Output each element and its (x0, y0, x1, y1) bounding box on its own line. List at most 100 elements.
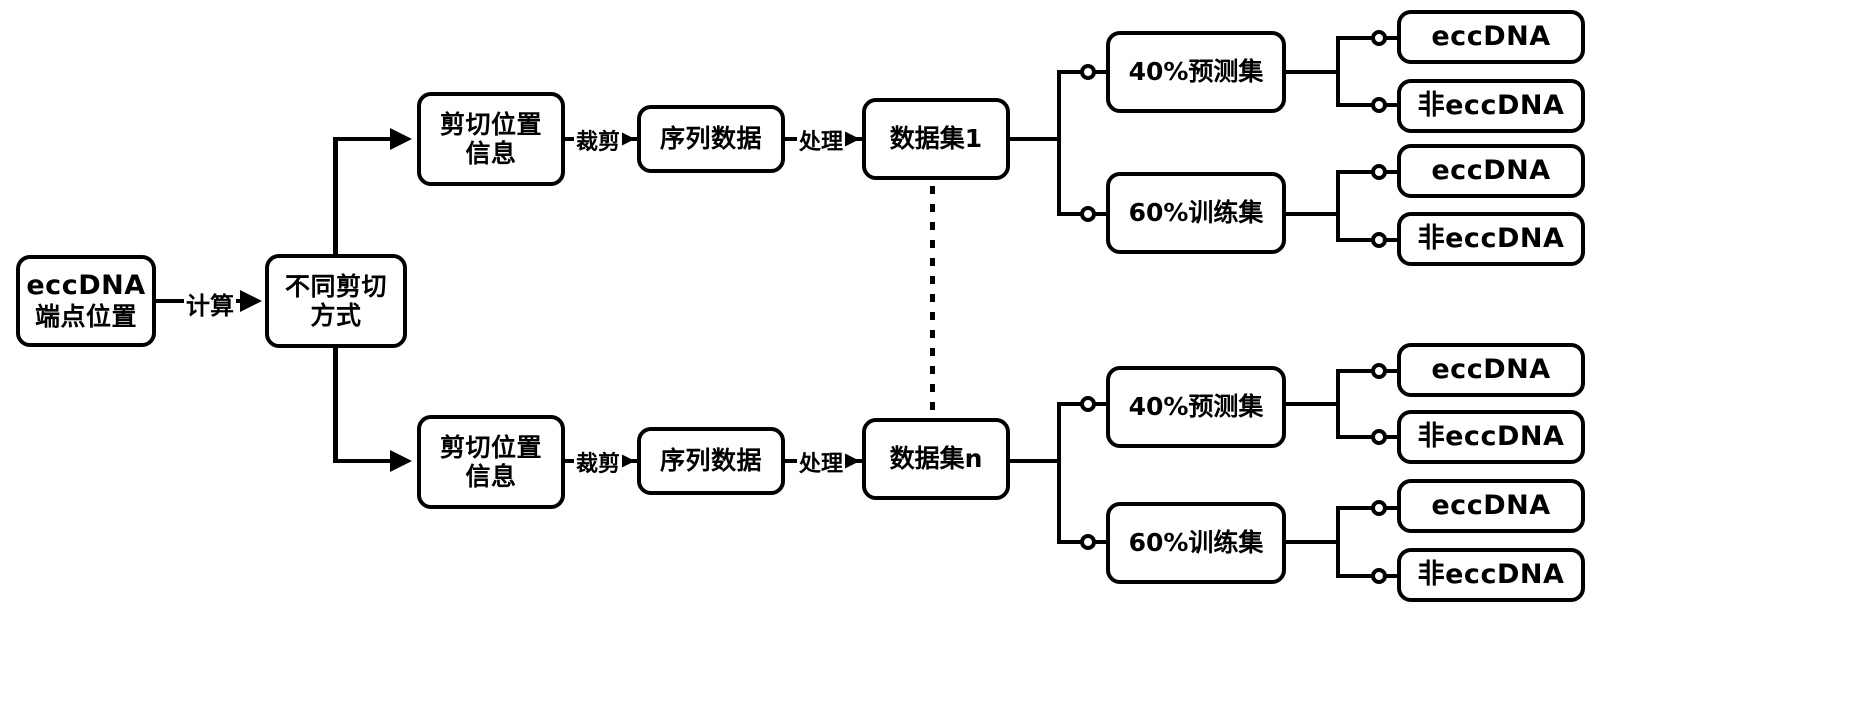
arrowhead-to-cutinfo-top (390, 128, 412, 150)
edge-label-crop-bottom: 裁剪 (574, 446, 623, 478)
node-leaf-eccdna-1: eccDNA (1397, 10, 1585, 64)
connector-circle-leaf4 (1371, 232, 1387, 248)
edge-circle-to-predsetn (1094, 402, 1108, 406)
node-line-1: 剪切位置 (439, 432, 542, 462)
node-training-set-n: 60%训练集 (1106, 502, 1286, 584)
edge-leafsplit-to-leaf4 (1336, 238, 1373, 242)
node-line-1: eccDNA (1431, 354, 1551, 386)
edge-leafsplit-to-leaf2 (1336, 103, 1373, 107)
leafsplit-bracket-trainset1 (1336, 170, 1340, 242)
edge-leafsplit-to-leaf5 (1336, 369, 1373, 373)
node-line-1: 60%训练集 (1128, 198, 1264, 228)
connector-circle-leaf7 (1371, 500, 1387, 516)
node-cut-position-info-top: 剪切位置 信息 (417, 92, 565, 186)
node-line-1: 非eccDNA (1417, 90, 1565, 122)
node-line-1: 非eccDNA (1417, 223, 1565, 255)
edge-split-to-trainset1 (1057, 212, 1082, 216)
node-line-1: eccDNA (1431, 21, 1551, 53)
node-training-set-1: 60%训练集 (1106, 172, 1286, 254)
node-line-2: 信息 (465, 139, 517, 168)
arrowhead-to-cutinfo-bottom (390, 450, 412, 472)
edge-leafsplit-to-leaf6 (1336, 435, 1373, 439)
node-cut-position-info-bottom: 剪切位置 信息 (417, 415, 565, 509)
node-leaf-non-eccdna-2: 非eccDNA (1397, 212, 1585, 266)
edge-leafsplit-to-leaf8 (1336, 574, 1373, 578)
leafsplit-bracket-trainsetn (1336, 506, 1340, 578)
node-line-1: 不同剪切 (284, 271, 387, 301)
connector-circle-leaf8 (1371, 568, 1387, 584)
edge-circle-to-leaf1 (1385, 36, 1399, 40)
edge-predset1-to-leafsplit (1286, 70, 1339, 74)
connector-circle-predset1 (1080, 64, 1096, 80)
connector-circle-leaf3 (1371, 164, 1387, 180)
node-line-1: 剪切位置 (439, 109, 542, 139)
connector-circle-leaf6 (1371, 429, 1387, 445)
edge-label-process-bottom: 处理 (797, 446, 846, 478)
node-line-2: 端点位置 (34, 302, 137, 332)
connector-circle-leaf2 (1371, 97, 1387, 113)
connector-circle-trainset1 (1080, 206, 1096, 222)
edge-predsetn-to-leafsplit (1286, 402, 1339, 406)
edge-circle-to-leaf2 (1385, 103, 1399, 107)
edge-leafsplit-to-leaf7 (1336, 506, 1373, 510)
node-line-1: 数据集n (889, 444, 983, 474)
split-bracket-datasetn (1057, 402, 1061, 544)
edge-circle-to-predset1 (1094, 70, 1108, 74)
node-line-1: 非eccDNA (1417, 559, 1565, 591)
edge-datasetn-to-split (1010, 459, 1060, 463)
node-line-2: 信息 (465, 462, 517, 491)
edge-leafsplit-to-leaf1 (1336, 36, 1373, 40)
edge-split-to-predsetn (1057, 402, 1082, 406)
node-prediction-set-n: 40%预测集 (1106, 366, 1286, 448)
edge-dataset1-to-split (1010, 137, 1060, 141)
node-line-1: eccDNA (26, 270, 146, 302)
node-sequence-data-bottom: 序列数据 (637, 427, 785, 495)
node-line-1: 60%训练集 (1128, 528, 1264, 558)
connector-circle-leaf1 (1371, 30, 1387, 46)
node-line-1: 序列数据 (659, 124, 762, 154)
node-line-1: eccDNA (1431, 490, 1551, 522)
node-leaf-non-eccdna-4: 非eccDNA (1397, 548, 1585, 602)
edge-circle-to-trainset1 (1094, 212, 1108, 216)
edge-split-to-predset1 (1057, 70, 1082, 74)
edge-circle-to-leaf8 (1385, 574, 1399, 578)
edge-label-process-top: 处理 (797, 124, 846, 156)
node-line-1: 40%预测集 (1128, 392, 1264, 422)
edge-circle-to-leaf3 (1385, 170, 1399, 174)
edge-trainsetn-to-leafsplit (1286, 540, 1339, 544)
node-leaf-non-eccdna-3: 非eccDNA (1397, 410, 1585, 464)
node-line-1: 非eccDNA (1417, 421, 1565, 453)
edge-label-crop-top: 裁剪 (574, 124, 623, 156)
node-dataset-1: 数据集1 (862, 98, 1010, 180)
connector-circle-predsetn (1080, 396, 1096, 412)
node-eccdna-endpoint-position: eccDNA 端点位置 (16, 255, 156, 347)
node-sequence-data-top: 序列数据 (637, 105, 785, 173)
edge-leafsplit-to-leaf3 (1336, 170, 1373, 174)
edge-label-compute: 计算 (184, 286, 236, 321)
edge-cutmethod-to-top-branch (333, 137, 395, 141)
edge-circle-to-leaf4 (1385, 238, 1399, 242)
node-different-cut-method: 不同剪切 方式 (265, 254, 407, 348)
edge-circle-to-leaf7 (1385, 506, 1399, 510)
arrowhead-source-to-cutmethod (240, 290, 262, 312)
leafsplit-bracket-predsetn (1336, 369, 1340, 439)
edge-circle-to-trainsetn (1094, 540, 1108, 544)
node-leaf-eccdna-2: eccDNA (1397, 144, 1585, 198)
dotted-continuation-dataset1-to-datasetn (930, 186, 935, 418)
edge-cutmethod-to-bottom-branch (333, 459, 395, 463)
node-line-1: eccDNA (1431, 155, 1551, 187)
node-leaf-non-eccdna-1: 非eccDNA (1397, 79, 1585, 133)
leafsplit-bracket-predset1 (1336, 36, 1340, 107)
edge-circle-to-leaf6 (1385, 435, 1399, 439)
node-line-2: 方式 (310, 301, 362, 330)
node-line-1: 40%预测集 (1128, 57, 1264, 87)
node-line-1: 序列数据 (659, 446, 762, 476)
split-bracket-dataset1 (1057, 70, 1061, 216)
edge-circle-to-leaf5 (1385, 369, 1399, 373)
node-prediction-set-1: 40%预测集 (1106, 31, 1286, 113)
node-line-1: 数据集1 (889, 124, 983, 154)
node-dataset-n: 数据集n (862, 418, 1010, 500)
connector-circle-trainsetn (1080, 534, 1096, 550)
edge-split-to-trainsetn (1057, 540, 1082, 544)
